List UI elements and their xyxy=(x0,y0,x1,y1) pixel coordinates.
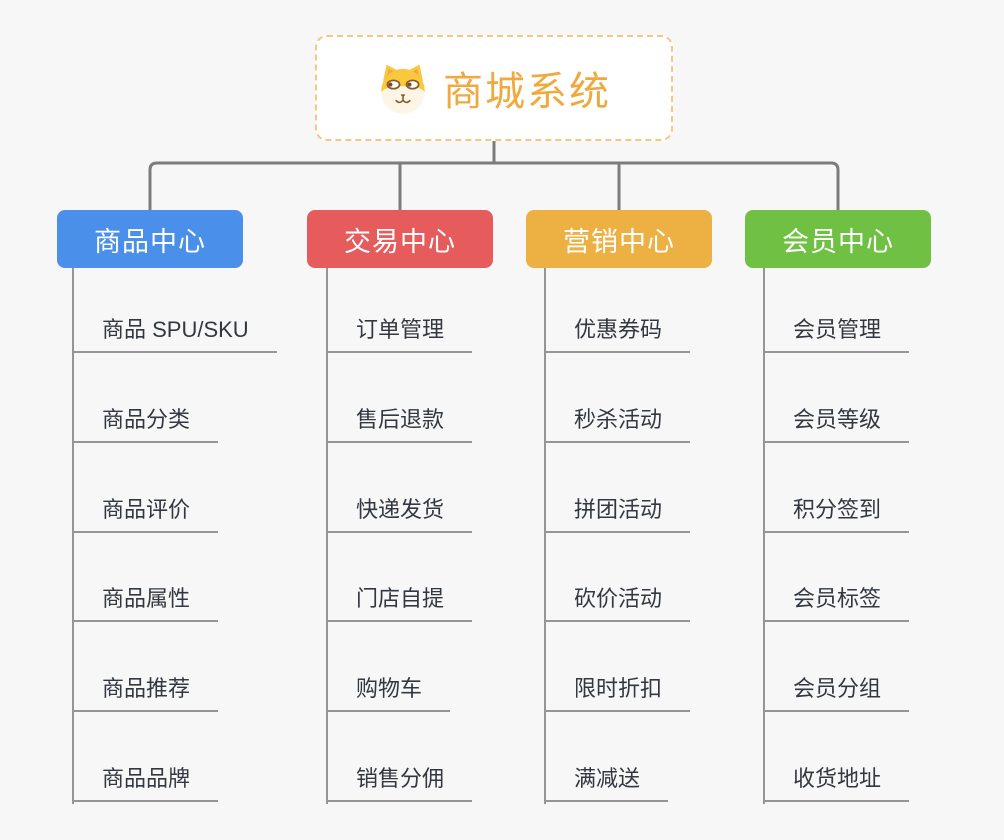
leaf-item[interactable]: 商品 SPU/SKU xyxy=(72,307,277,353)
leaf-item[interactable]: 售后退款 xyxy=(326,397,473,443)
leaf-item[interactable]: 商品分类 xyxy=(72,397,219,443)
leaf-label: 收货地址 xyxy=(793,766,882,791)
leaf-label: 商品属性 xyxy=(102,586,191,611)
leaf-label: 会员等级 xyxy=(793,407,882,432)
leaf-item[interactable]: 会员等级 xyxy=(763,397,910,443)
leaf-item[interactable]: 会员管理 xyxy=(763,307,910,353)
leaf-item[interactable]: 订单管理 xyxy=(326,307,473,353)
leaf-item[interactable]: 商品属性 xyxy=(72,576,219,622)
leaf-item[interactable]: 会员分组 xyxy=(763,666,910,712)
leaf-label: 商品评价 xyxy=(102,497,191,522)
leaf-item[interactable]: 砍价活动 xyxy=(544,576,691,622)
leaf-label: 会员管理 xyxy=(793,317,882,342)
leaf-item[interactable]: 会员标签 xyxy=(763,576,910,622)
doge-icon xyxy=(381,64,425,114)
leaf-label: 购物车 xyxy=(356,676,423,701)
branch-node-product-center[interactable]: 商品中心 xyxy=(57,210,243,268)
leaf-label: 秒杀活动 xyxy=(574,407,663,432)
leaf-item[interactable]: 收货地址 xyxy=(763,756,910,802)
branch-node-trade-center[interactable]: 交易中心 xyxy=(307,210,493,268)
branch-label: 会员中心 xyxy=(782,226,894,257)
leaf-label: 砍价活动 xyxy=(574,586,663,611)
branch-label: 营销中心 xyxy=(563,226,675,257)
leaf-label: 销售分佣 xyxy=(356,766,445,791)
branch-node-member-center[interactable]: 会员中心 xyxy=(745,210,931,268)
leaf-label: 快递发货 xyxy=(356,497,445,522)
leaf-item[interactable]: 门店自提 xyxy=(326,576,473,622)
leaf-label: 订单管理 xyxy=(356,317,445,342)
leaf-item[interactable]: 销售分佣 xyxy=(326,756,473,802)
leaf-item[interactable]: 积分签到 xyxy=(763,487,910,533)
leaf-item[interactable]: 优惠券码 xyxy=(544,307,691,353)
leaf-label: 售后退款 xyxy=(356,407,445,432)
branch-label: 交易中心 xyxy=(344,226,456,257)
leaf-label: 限时折扣 xyxy=(574,676,663,701)
leaf-item[interactable]: 满减送 xyxy=(544,756,669,802)
leaf-label: 拼团活动 xyxy=(574,497,663,522)
leaf-label: 门店自提 xyxy=(356,586,445,611)
leaf-item[interactable]: 购物车 xyxy=(326,666,451,712)
leaf-item[interactable]: 商品推荐 xyxy=(72,666,219,712)
leaf-label: 商品 SPU/SKU xyxy=(102,317,249,342)
leaf-label: 商品品牌 xyxy=(102,766,191,791)
leaf-item[interactable]: 限时折扣 xyxy=(544,666,691,712)
leaf-item[interactable]: 商品品牌 xyxy=(72,756,219,802)
root-title: 商城系统 xyxy=(443,70,611,114)
leaf-label: 优惠券码 xyxy=(574,317,663,342)
leaf-label: 商品分类 xyxy=(102,407,191,432)
leaf-label: 满减送 xyxy=(574,766,641,791)
leaf-item[interactable]: 快递发货 xyxy=(326,487,473,533)
branch-label: 商品中心 xyxy=(94,226,206,257)
leaf-item[interactable]: 商品评价 xyxy=(72,487,219,533)
leaf-label: 会员分组 xyxy=(793,676,882,701)
branch-node-marketing-center[interactable]: 营销中心 xyxy=(526,210,712,268)
leaf-item[interactable]: 拼团活动 xyxy=(544,487,691,533)
leaf-label: 商品推荐 xyxy=(102,676,191,701)
root-node-mall-system[interactable]: 商城系统 xyxy=(315,35,673,141)
leaf-label: 会员标签 xyxy=(793,586,882,611)
leaf-item[interactable]: 秒杀活动 xyxy=(544,397,691,443)
leaf-label: 积分签到 xyxy=(793,497,882,522)
